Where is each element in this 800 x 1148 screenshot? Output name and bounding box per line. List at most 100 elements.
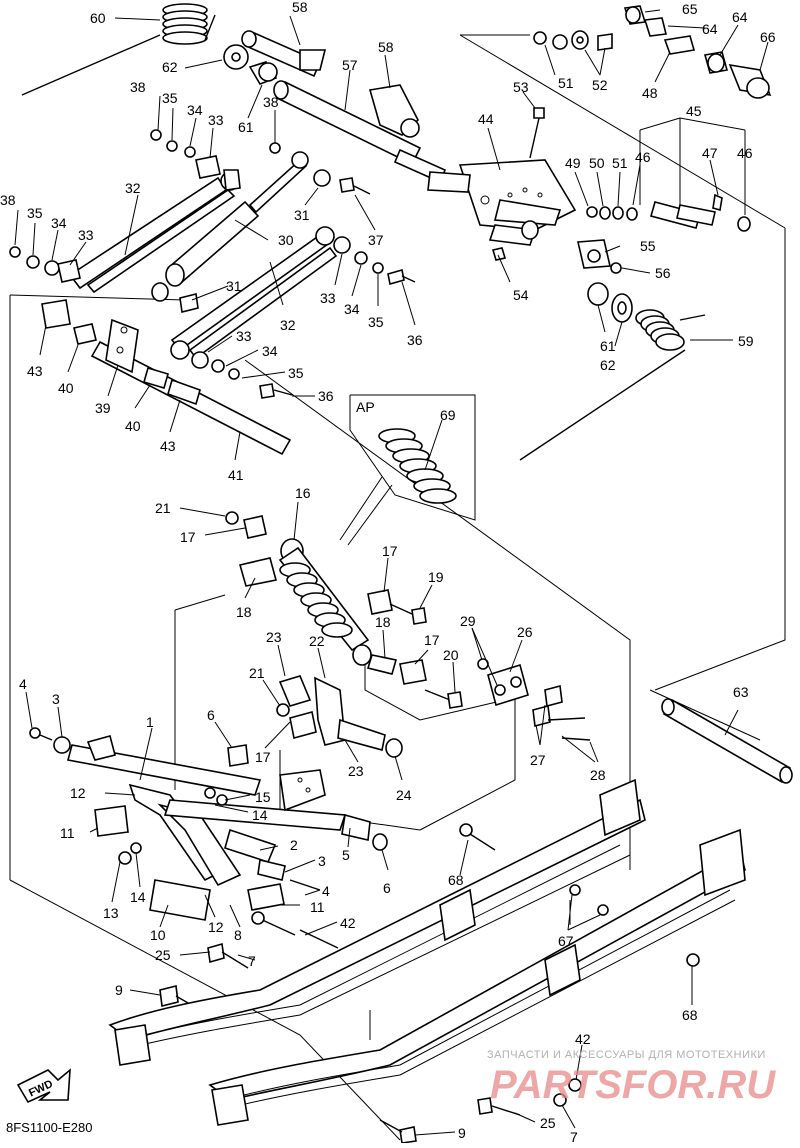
callout-42: 42 (340, 915, 356, 931)
left-bushings (9, 129, 281, 345)
ap-label: AP (356, 399, 375, 415)
callout-34: 34 (51, 215, 67, 231)
callout-68: 68 (682, 1007, 698, 1023)
callout-9: 9 (115, 982, 123, 998)
callout-58: 58 (292, 0, 308, 15)
callout-17: 17 (424, 632, 440, 648)
callout-52: 52 (592, 77, 608, 93)
shaft-41 (90, 318, 292, 456)
bracket-44 (427, 159, 577, 246)
callout-62: 62 (162, 59, 178, 75)
callout-46: 46 (737, 145, 753, 161)
callout-48: 48 (642, 85, 658, 101)
callout-60: 60 (90, 10, 106, 26)
callout-33: 33 (78, 227, 94, 243)
callout-46: 46 (635, 149, 651, 165)
callout-17: 17 (382, 543, 398, 559)
callout-35: 35 (27, 205, 43, 221)
right-small-parts (491, 193, 751, 274)
callout-32: 32 (125, 180, 141, 196)
callout-51: 51 (558, 75, 574, 91)
boundary-lines (9, 34, 786, 1141)
callout-23: 23 (266, 629, 282, 645)
callout-41: 41 (228, 467, 244, 483)
spring-60 (21, 3, 216, 96)
callout-43: 43 (27, 363, 43, 379)
callout-12: 12 (70, 785, 86, 801)
callout-28: 28 (590, 767, 606, 783)
bolt-53 (529, 107, 545, 159)
bolts-36-37 (259, 177, 416, 399)
pivot-arm-22 (227, 675, 403, 767)
callout-50: 50 (589, 155, 605, 171)
callout-10: 10 (150, 927, 166, 943)
callout-4: 4 (19, 676, 27, 692)
callout-3: 3 (52, 691, 60, 707)
callout-25: 25 (540, 1115, 556, 1131)
callout-20: 20 (443, 647, 459, 663)
leader-lines (14, 9, 769, 1136)
callouts: 60 58 65 64 64 66 62 57 58 51 52 48 38 3… (0, 0, 776, 1145)
callout-2: 2 (290, 837, 298, 853)
callout-26: 26 (517, 624, 533, 640)
shaft-58a (241, 30, 327, 78)
callout-61: 61 (600, 338, 616, 354)
callout-18: 18 (375, 614, 391, 630)
callout-58: 58 (378, 39, 394, 55)
callout-55: 55 (640, 238, 656, 254)
callout-15: 15 (255, 789, 271, 805)
callout-33: 33 (208, 112, 224, 128)
callout-67: 67 (558, 933, 574, 949)
callout-5: 5 (342, 847, 350, 863)
callout-13: 13 (103, 905, 119, 921)
callout-56: 56 (655, 265, 671, 281)
slide-rail-left (108, 778, 646, 1066)
callout-11: 11 (60, 825, 75, 841)
callout-3: 3 (318, 853, 326, 869)
callout-44: 44 (478, 111, 494, 127)
callout-68: 68 (448, 872, 464, 888)
callout-51: 51 (612, 155, 628, 171)
arm-1 (29, 727, 262, 921)
callout-53: 53 (513, 79, 529, 95)
rail-bolts (379, 823, 700, 1144)
shock-16 (225, 511, 372, 666)
callout-17: 17 (180, 529, 196, 545)
callout-38: 38 (0, 192, 16, 208)
callout-6: 6 (207, 707, 215, 723)
watermark-line1: ЗАПЧАСТИ И АКСЕССУАРЫ ДЛЯ МОТОТЕХНИКИ (487, 1049, 766, 1061)
spring-69 (378, 428, 457, 504)
callout-25: 25 (155, 947, 171, 963)
callout-34: 34 (262, 343, 278, 359)
fwd-arrow-icon: FWD (16, 1068, 71, 1104)
callout-7: 7 (570, 1129, 578, 1143)
callout-18: 18 (236, 604, 252, 620)
callout-59: 59 (738, 333, 754, 349)
callout-69: 69 (440, 407, 456, 423)
links-32-upper (68, 159, 240, 294)
bracket-15-14 (204, 769, 326, 812)
callout-36: 36 (318, 388, 334, 404)
callout-35: 35 (162, 90, 178, 106)
callout-24: 24 (396, 787, 412, 803)
callout-23: 23 (348, 763, 364, 779)
callout-34: 34 (187, 102, 203, 118)
callout-65: 65 (682, 1, 698, 17)
callout-63: 63 (733, 684, 749, 700)
callout-32: 32 (280, 317, 296, 333)
callout-45: 45 (686, 103, 702, 119)
callout-47: 47 (702, 145, 718, 161)
callout-17: 17 (255, 749, 271, 765)
callout-54: 54 (513, 287, 529, 303)
diagram-code: 8FS1100-E280 (6, 1120, 93, 1135)
callout-40: 40 (125, 418, 141, 434)
callout-4: 4 (322, 883, 330, 899)
callout-43: 43 (160, 438, 176, 454)
washer-62a (223, 44, 249, 70)
callout-64: 64 (702, 21, 718, 37)
callout-16: 16 (295, 485, 311, 501)
callout-31: 31 (294, 207, 310, 223)
callout-40: 40 (58, 380, 74, 396)
callout-33: 33 (236, 328, 252, 344)
